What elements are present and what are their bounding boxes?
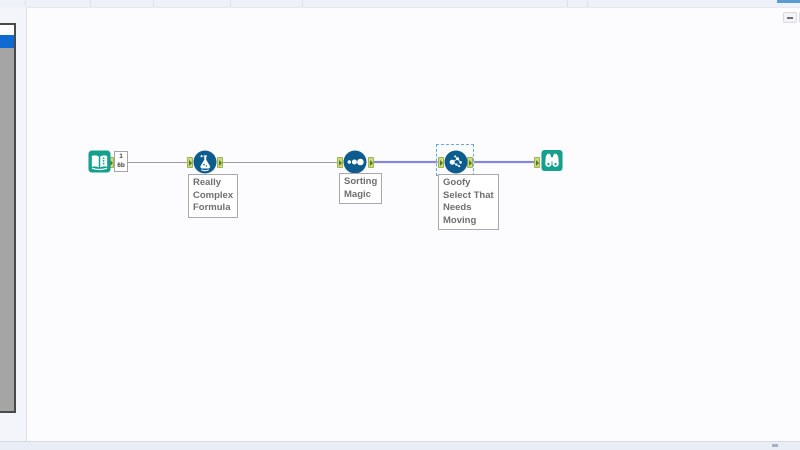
tool-annotation-select[interactable]: Goofy Select That Needs Moving: [438, 174, 499, 230]
connection-input-formula[interactable]: [128, 162, 187, 163]
output-anchor[interactable]: [467, 157, 473, 168]
input-anchor[interactable]: [187, 157, 193, 168]
toolbar-divider: [90, 0, 91, 7]
panel-divider: [26, 7, 27, 441]
tool-browse[interactable]: [541, 149, 563, 172]
record-count: 1: [119, 153, 123, 160]
input-anchor[interactable]: [534, 157, 540, 168]
binoculars-icon: [541, 149, 563, 172]
toolbar-divider: [25, 0, 26, 7]
dash-icon: [787, 17, 793, 19]
tool-sort[interactable]: [343, 150, 367, 174]
canvas-control-button[interactable]: [783, 12, 797, 23]
toolbar-divider: [230, 0, 231, 7]
scrollbar-nub[interactable]: [772, 444, 778, 447]
select-scatter-icon: [444, 150, 468, 174]
tool-annotation-sort[interactable]: Sorting Magic: [339, 173, 383, 204]
bottom-scroll-strip[interactable]: [0, 441, 800, 450]
toolbar-divider: [302, 0, 303, 7]
input-anchor[interactable]: [337, 157, 343, 168]
toolbar-divider: [153, 0, 154, 7]
output-anchor[interactable]: [368, 157, 374, 168]
sort-dots-icon: [343, 150, 367, 174]
tool-input-data[interactable]: [88, 150, 111, 173]
toolbar-divider: [567, 0, 568, 7]
tool-formula[interactable]: [193, 150, 217, 174]
input-anchor[interactable]: [438, 157, 444, 168]
top-accent-bar: [777, 0, 800, 3]
top-toolbar-strip: [0, 0, 800, 8]
output-anchor[interactable]: [217, 157, 223, 168]
cutoff-list-panel: [0, 23, 16, 413]
connection-formula-sort[interactable]: [223, 162, 337, 163]
record-size: 6b: [117, 162, 125, 169]
tool-select[interactable]: [444, 150, 468, 174]
tool-annotation-formula[interactable]: Really Complex Formula: [188, 174, 239, 218]
toolbar-divider: [587, 0, 588, 7]
book-input-icon: [88, 150, 111, 173]
connection-select-browse[interactable]: [474, 161, 534, 163]
list-item[interactable]: [0, 25, 14, 35]
list-item-selected[interactable]: [0, 35, 14, 48]
connection-sort-select[interactable]: [374, 161, 438, 163]
flask-icon: [193, 150, 217, 174]
